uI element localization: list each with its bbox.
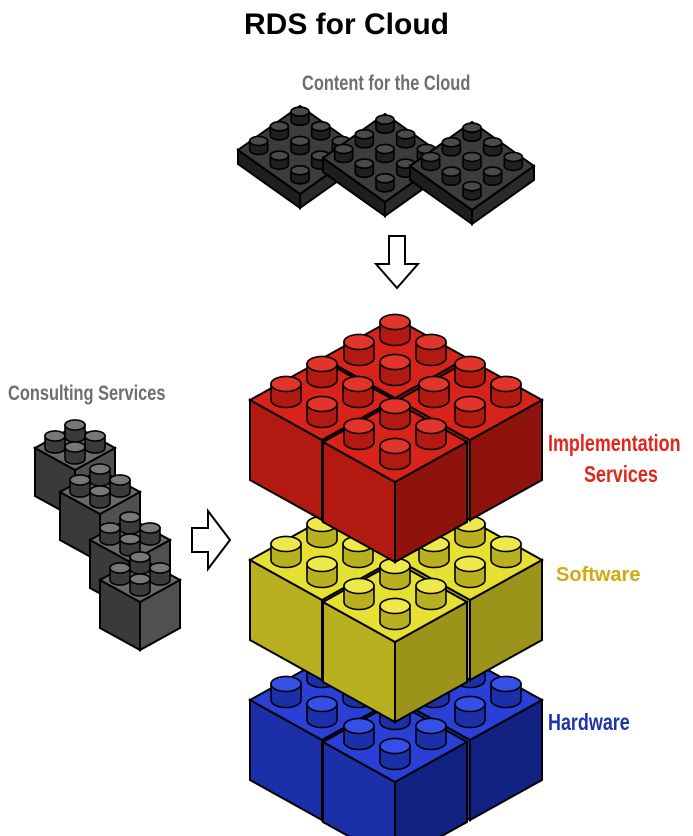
content-label: Content for the Cloud [302, 72, 471, 95]
content-bricks [236, 104, 536, 226]
down-arrow-icon [373, 235, 421, 290]
implementation-label-line1: Implementation [548, 430, 681, 456]
consulting-bricks [32, 419, 183, 652]
right-arrow-icon [191, 508, 232, 572]
page-title: RDS for Cloud [244, 8, 449, 41]
brick-stack [247, 313, 545, 836]
software-label: Software [556, 564, 641, 586]
consulting-label: Consulting Services [8, 382, 166, 405]
hardware-label: Hardware [548, 709, 630, 735]
implementation-label-line2: Services [584, 461, 658, 487]
